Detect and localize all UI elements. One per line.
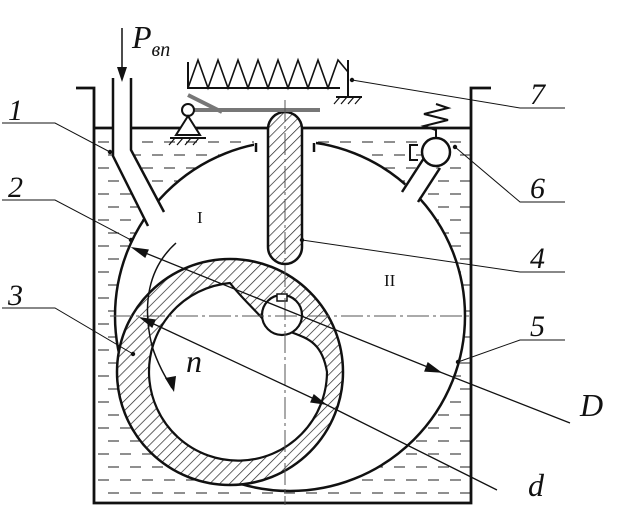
callout-7: 7 — [530, 78, 547, 111]
callout-1: 1 — [8, 94, 23, 127]
lever-mechanism — [168, 57, 362, 146]
callout-5: 5 — [530, 310, 545, 343]
callout-4: 4 — [530, 242, 545, 275]
pressure-label: Pвп — [131, 19, 170, 61]
dimension-d — [138, 317, 498, 491]
dimension-d-label: d — [528, 467, 545, 503]
vane-guide — [254, 143, 316, 152]
dimension-D-label: D — [579, 387, 603, 423]
callout-3: 3 — [7, 279, 23, 312]
rotation-label: n — [186, 343, 202, 379]
callout-6: 6 — [530, 172, 545, 205]
centerlines — [110, 100, 472, 505]
callout-2: 2 — [8, 171, 23, 204]
leader-dots — [107, 77, 461, 365]
chamber-I-label: I — [197, 208, 203, 227]
shaft-key — [276, 293, 288, 302]
lever-spring — [187, 57, 349, 91]
outlet-pipe — [400, 157, 442, 203]
leader-lines — [2, 79, 565, 363]
rotation-arrow — [146, 242, 177, 389]
valve-spring — [420, 103, 452, 138]
valve — [409, 103, 452, 168]
rotor — [115, 257, 345, 487]
chamber-II-label: II — [384, 271, 396, 290]
dimension-D — [130, 247, 571, 424]
inlet-pipe — [111, 78, 166, 227]
